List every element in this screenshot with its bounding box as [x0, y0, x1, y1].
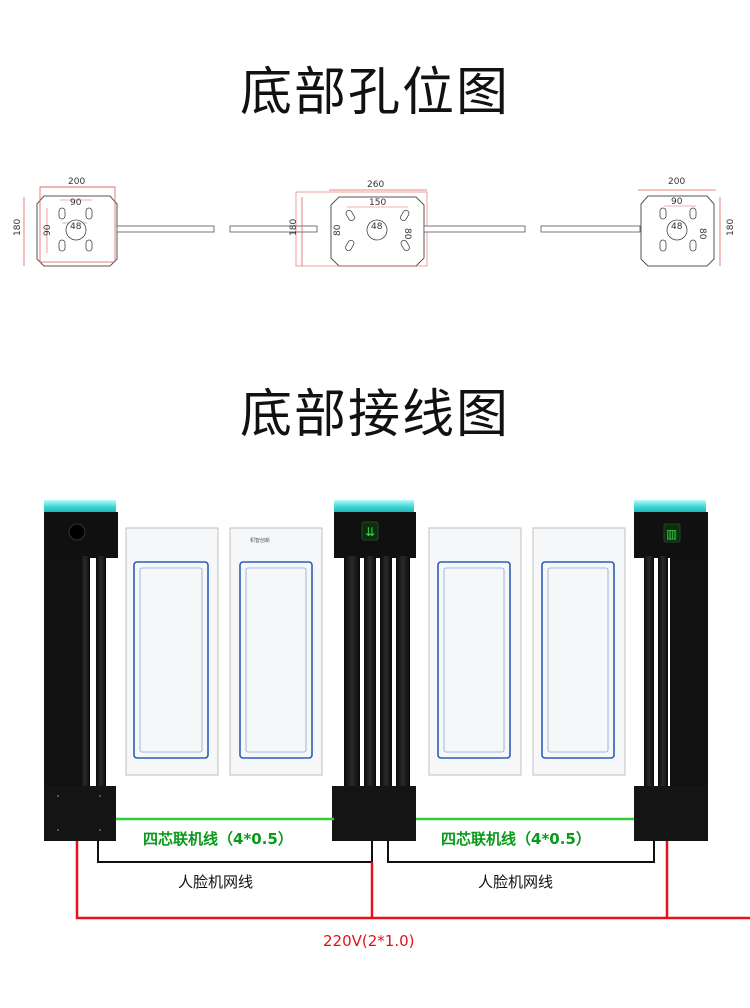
middle-inner-height-right-dim: 80: [402, 228, 412, 240]
middle-hole-dim: 48: [371, 222, 383, 232]
left-inner-width-dim: 90: [70, 198, 82, 208]
face-net-label-1: 人脸机网线: [178, 873, 253, 891]
middle-height-dim: 180: [289, 219, 299, 236]
face-net-wire-2: [387, 841, 655, 863]
left-base-plate: 200 90 48 180 90: [13, 177, 118, 267]
power-wire-main: [75, 841, 750, 920]
power-label: 220V(2*1.0): [323, 932, 415, 950]
glass-panel-2: 帜智创新: [229, 527, 323, 776]
left-width-dim: 200: [68, 177, 85, 187]
glass-panel-1: [125, 527, 219, 776]
glass-panel-3: [428, 527, 522, 776]
panel-brand-label: 帜智创新: [250, 537, 270, 544]
left-hole-dim: 48: [70, 222, 82, 232]
middle-inner-height-left-dim: 80: [333, 224, 343, 236]
hole-layout-title: 底部孔位图: [239, 63, 510, 123]
wiring-title: 底部接线图: [239, 385, 510, 445]
left-inner-height-dim: 90: [43, 224, 53, 236]
left-arm-bar: [116, 225, 215, 233]
middle-left-arm-bar: [229, 225, 318, 233]
middle-inner-width-dim: 150: [369, 198, 386, 208]
left-turnstile-pillar: [44, 500, 118, 841]
four-core-label-2: 四芯联机线（4*0.5）: [441, 830, 591, 848]
face-net-label-2: 人脸机网线: [478, 873, 553, 891]
left-height-dim: 180: [13, 219, 23, 236]
status-bars-icon: ▥: [666, 527, 677, 541]
face-net-wire-1: [97, 841, 373, 863]
right-arm-bar: [540, 225, 641, 233]
middle-right-arm-bar: [423, 225, 526, 233]
pass-arrow-icon: ⇊: [365, 525, 375, 539]
middle-width-dim: 260: [367, 180, 384, 190]
right-height-dim: 180: [726, 219, 736, 236]
four-core-label-1: 四芯联机线（4*0.5）: [143, 830, 293, 848]
right-width-dim: 200: [668, 177, 685, 187]
right-inner-width-dim: 90: [671, 197, 683, 207]
right-base-plate: 200 90 48 180 80: [638, 177, 736, 267]
middle-turnstile-pillar: ⇊: [332, 500, 416, 841]
right-hole-dim: 48: [671, 222, 683, 232]
glass-panel-4: [532, 527, 626, 776]
right-turnstile-pillar: ▥: [634, 500, 708, 841]
right-inner-height-dim: 80: [697, 228, 707, 240]
middle-base-plate: 260 150 48 180 80 80: [289, 180, 428, 267]
